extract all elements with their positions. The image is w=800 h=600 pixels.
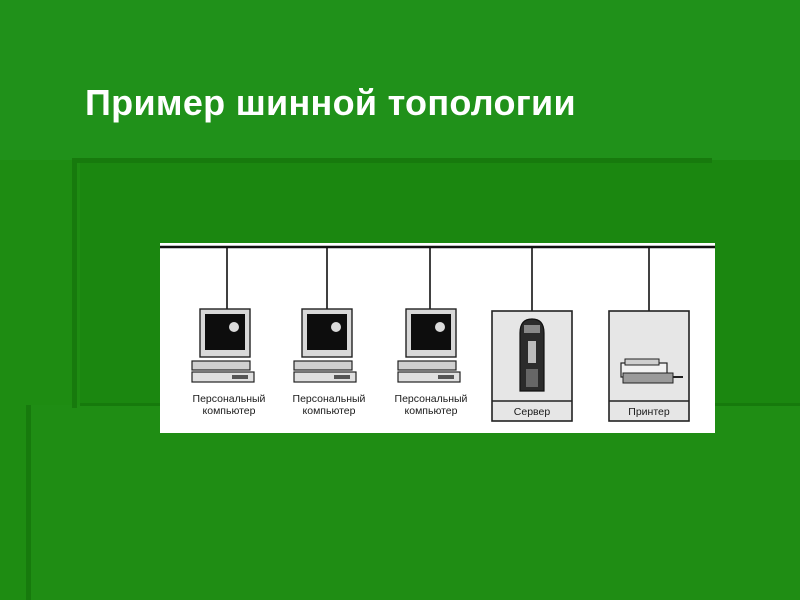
node-label-line-1: Персональный: [292, 393, 366, 405]
computer-icon: [397, 308, 461, 383]
node-label-server: Сервер: [492, 406, 572, 418]
computer-icon: [293, 308, 357, 383]
divider-horizontal: [72, 158, 712, 163]
node-label-line-1: Персональный: [394, 393, 468, 405]
printer-icon: [608, 310, 690, 422]
server-icon: [491, 310, 573, 422]
computer-icon: [191, 308, 255, 383]
slide-background-top: [0, 0, 800, 160]
node-label-line-2: компьютер: [302, 405, 356, 417]
node-label-line-1: Персональный: [192, 393, 266, 405]
node-label-line-2: компьютер: [202, 405, 256, 417]
node-label-line-1: Сервер: [513, 406, 551, 418]
node-label-printer: Принтер: [609, 406, 689, 418]
slide-title: Пример шинной топологии: [85, 82, 576, 123]
bus-topology-diagram: Персональный компьютер Персональный комп…: [160, 243, 715, 433]
diagram-canvas: [160, 245, 715, 422]
divider-vertical: [72, 158, 77, 408]
divider-vertical-lower: [26, 405, 31, 600]
node-label-pc-1: Персональный компьютер: [192, 393, 266, 417]
node-label-pc-3: Персональный компьютер: [394, 393, 468, 417]
node-label-line-1: Принтер: [628, 406, 670, 418]
slide-background-bottom: [30, 405, 800, 600]
node-label-pc-2: Персональный компьютер: [292, 393, 366, 417]
node-label-line-2: компьютер: [404, 405, 458, 417]
